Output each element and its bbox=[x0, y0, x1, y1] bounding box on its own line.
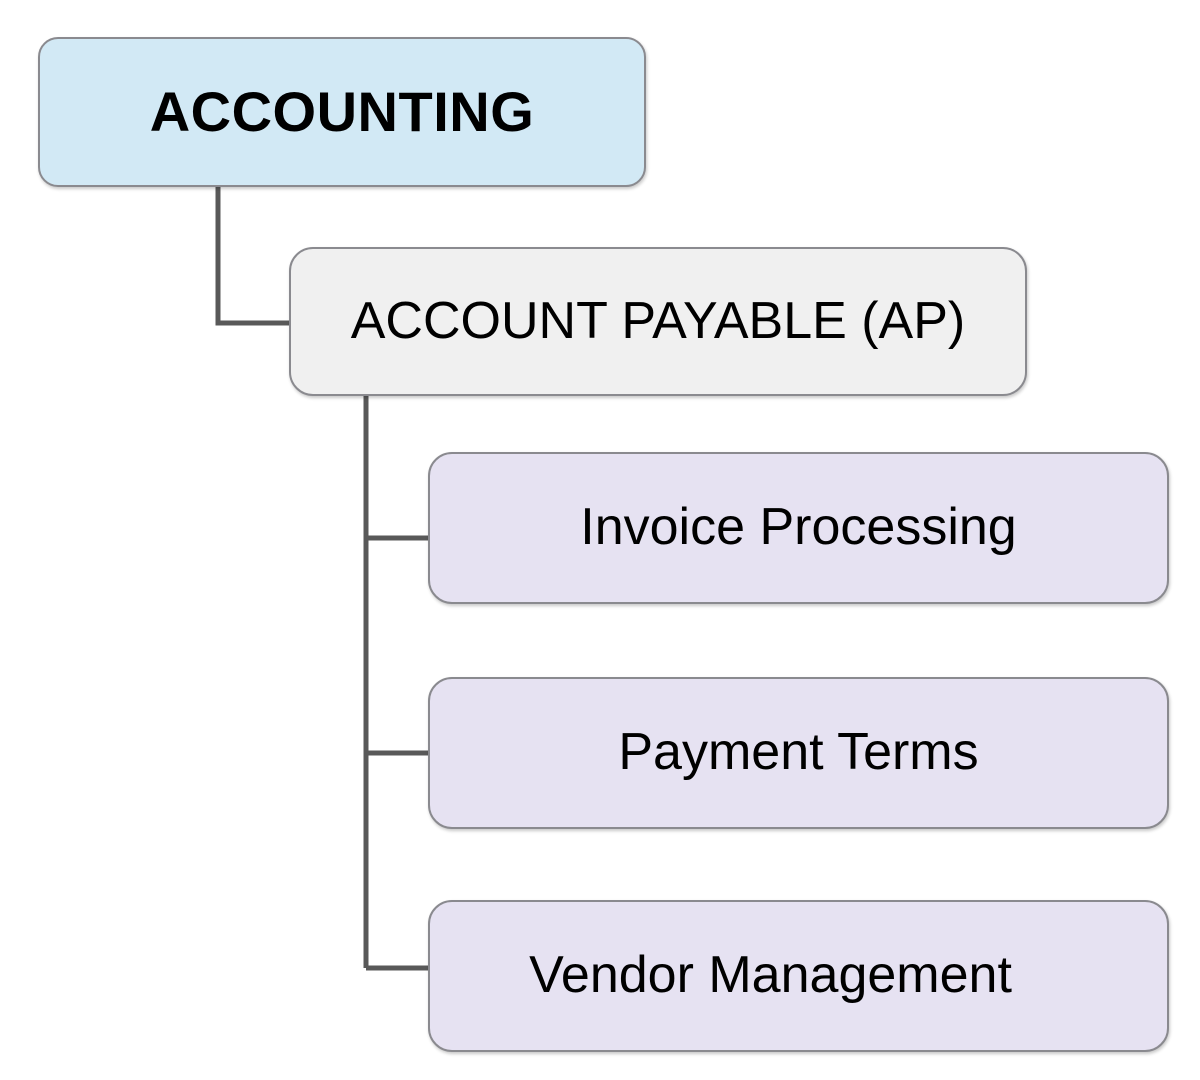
node-invoice-processing-label: Invoice Processing bbox=[580, 498, 1017, 557]
node-vendor-management[interactable]: Vendor Management bbox=[428, 900, 1169, 1052]
node-account-payable[interactable]: ACCOUNT PAYABLE (AP) bbox=[289, 247, 1027, 396]
node-accounting-label: ACCOUNTING bbox=[149, 80, 535, 144]
node-payment-terms-label: Payment Terms bbox=[618, 723, 979, 782]
edge-root-to-ap bbox=[215, 187, 291, 326]
node-vendor-management-label: Vendor Management bbox=[529, 946, 1012, 1005]
node-account-payable-label: ACCOUNT PAYABLE (AP) bbox=[350, 291, 966, 350]
node-invoice-processing[interactable]: Invoice Processing bbox=[428, 452, 1169, 604]
node-accounting[interactable]: ACCOUNTING bbox=[38, 37, 646, 187]
node-payment-terms[interactable]: Payment Terms bbox=[428, 677, 1169, 829]
